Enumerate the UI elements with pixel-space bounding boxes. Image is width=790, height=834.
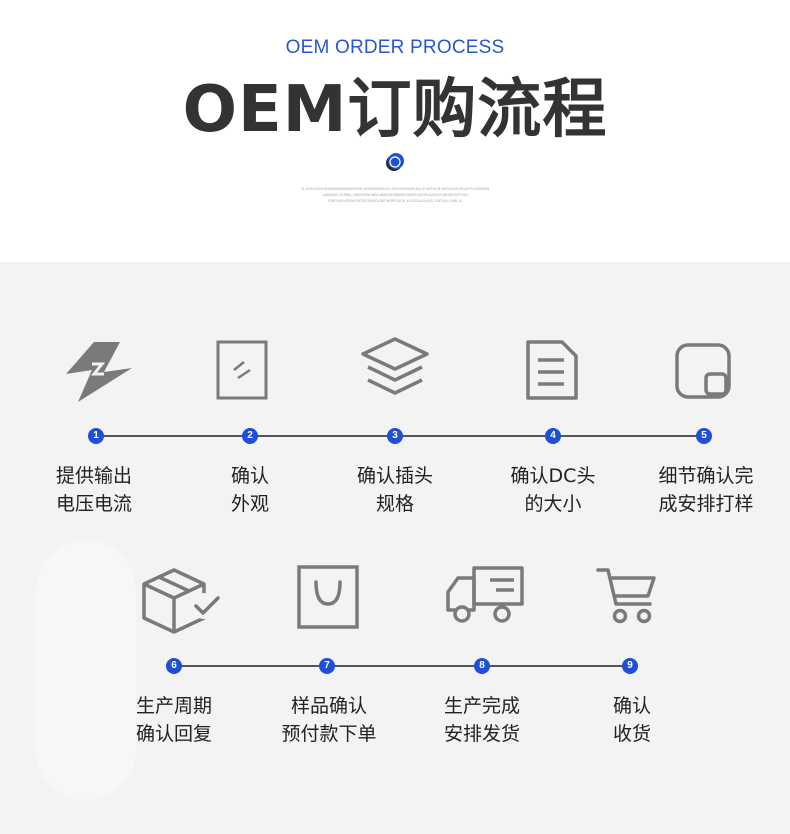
background-watermark (36, 540, 136, 800)
delivery-truck-icon (446, 566, 524, 623)
fine-print-line-2: QGKUNUE.ACRRIA..ONDSRKNOWALUNIKOSE4DBNEF… (322, 193, 468, 197)
fine-print-line-3: PORCHOB.KPOM.LESTJECOKMOLDKTINGPEGUOK..E… (327, 199, 463, 203)
section-subtitle: OEM ORDER PROCESS (285, 37, 505, 58)
step-marker-6: 6 (166, 658, 182, 674)
fine-print-line-1: OL.ACE1002U.AHAMAKMAMANIRDOPE.LWORKDEFAC… (300, 187, 490, 191)
step-label-7: 样品确认预付款下单 (281, 695, 377, 745)
step-label-8: 生产完成安排发货 (443, 695, 520, 745)
step-label-2: 确认外观 (230, 465, 269, 515)
step-marker-3: 3 (387, 428, 403, 444)
step-marker-7: 7 (319, 658, 335, 674)
step-label-9: 确认收货 (612, 695, 651, 745)
step-label-1: 提供输出电压电流 (55, 465, 132, 515)
timeline-line-2 (174, 665, 630, 667)
step-label-5: 细节确认完成安排打样 (658, 465, 754, 515)
document-icon (526, 340, 578, 400)
step-label-3: 确认插头规格 (356, 465, 433, 515)
step-label-4: 确认DC头的大小 (510, 465, 596, 515)
decorative-dot-icon (386, 153, 404, 171)
step-marker-5: 5 (696, 428, 712, 444)
page-title: OEM订购流程 (182, 73, 608, 147)
page-header: OEM ORDER PROCESS OEM订购流程 OL.ACE1002U.AH… (0, 0, 790, 262)
box-check-icon (142, 568, 220, 634)
step-label-6: 生产周期确认回复 (135, 695, 212, 745)
lightning-plug-icon (66, 342, 132, 402)
step-marker-8: 8 (474, 658, 490, 674)
step-marker-9: 9 (622, 658, 638, 674)
shopping-cart-icon (596, 568, 656, 624)
layers-icon (361, 337, 429, 395)
detail-window-icon (675, 343, 731, 399)
appearance-panel-icon (216, 340, 268, 400)
step-marker-2: 2 (242, 428, 258, 444)
shopping-bag-icon (297, 565, 359, 629)
step-marker-1: 1 (88, 428, 104, 444)
step-marker-4: 4 (545, 428, 561, 444)
